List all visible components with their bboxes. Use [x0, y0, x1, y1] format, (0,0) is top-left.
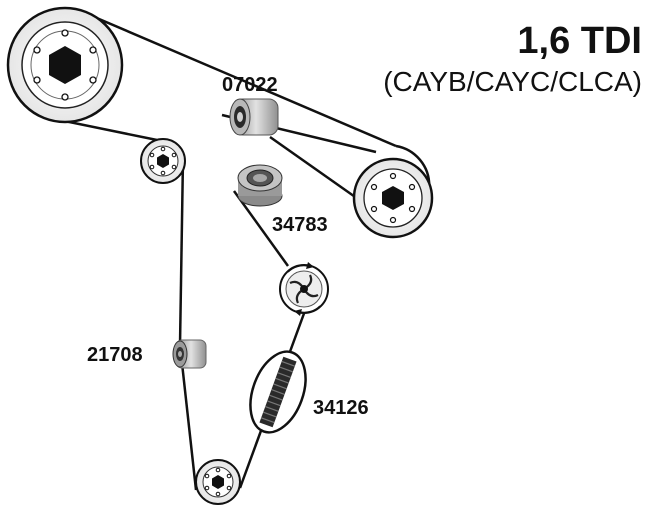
guide-roller-21708-icon: [172, 339, 207, 369]
small-pulley-icon: [140, 138, 186, 184]
part-label-07022: 07022: [222, 74, 278, 96]
engine-codes: (CAYB/CAYC/CLCA): [383, 66, 642, 97]
part-label-34126: 34126: [313, 397, 369, 419]
part-label-34783: 34783: [272, 214, 328, 236]
crank-pulley-icon: [6, 6, 124, 124]
part-label-21708: 21708: [87, 344, 143, 366]
idler-roller-07022-icon: [229, 98, 279, 136]
cam-pulley-icon: [352, 157, 434, 239]
tensioner-roller-34783-icon: [237, 164, 283, 207]
water-pump-icon: [279, 262, 329, 316]
engine-title: 1,6 TDI: [517, 20, 642, 62]
bottom-pulley-icon: [195, 459, 241, 505]
belt-part-34126-icon: [249, 350, 307, 434]
